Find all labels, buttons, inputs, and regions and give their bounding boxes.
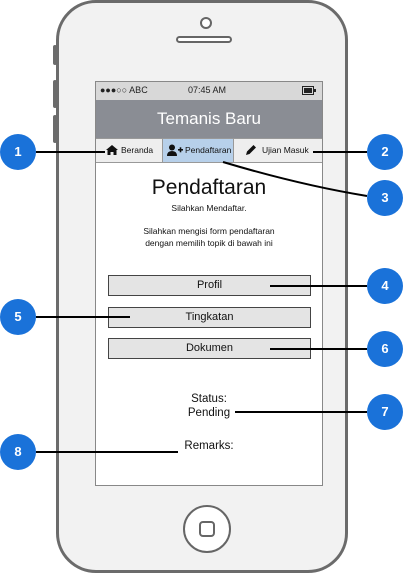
tab-pendaftaran[interactable]: Pendaftaran (163, 139, 234, 162)
tab-label: Ujian Masuk (262, 145, 309, 155)
status-bar: ●●●○○ ABC 07:45 AM (96, 82, 322, 100)
instruction-line-1: Silahkan mengisi form pendaftaran (143, 226, 275, 236)
app-title-bar: Temanis Baru (96, 100, 322, 138)
app-screen: ●●●○○ ABC 07:45 AM Temanis Baru Beranda … (95, 81, 323, 486)
speaker-grille (176, 36, 232, 43)
app-title: Temanis Baru (157, 109, 261, 128)
callout-badge-5: 5 (0, 299, 36, 335)
front-camera (200, 17, 212, 29)
callout-badge-7: 7 (367, 394, 403, 430)
tab-ujian-masuk[interactable]: Ujian Masuk (234, 139, 322, 162)
add-user-icon (167, 144, 183, 156)
status-value: Pending (187, 407, 231, 419)
home-icon (106, 145, 118, 155)
carrier-signal: ●●●○○ ABC (100, 85, 148, 95)
remarks-label: Remarks: (184, 440, 234, 452)
instruction-line-2: dengan memilih topik di bawah ini (145, 238, 273, 248)
connector-3 (222, 161, 368, 197)
home-button[interactable] (183, 505, 231, 553)
home-square-icon (199, 521, 215, 537)
callout-badge-3: 3 (367, 180, 403, 216)
tingkatan-button[interactable]: Tingkatan (108, 307, 311, 328)
profil-button[interactable]: Profil (108, 275, 311, 296)
tab-label: Pendaftaran (185, 145, 232, 155)
tab-bar: Beranda Pendaftaran Ujian Masuk (96, 138, 322, 163)
status-label: Status: (191, 393, 227, 405)
callout-badge-8: 8 (0, 434, 36, 470)
callout-badge-1: 1 (0, 134, 36, 170)
dokumen-button[interactable]: Dokumen (108, 338, 311, 359)
volume-down-button (53, 115, 57, 143)
tab-beranda[interactable]: Beranda (96, 139, 163, 162)
callout-badge-2: 2 (367, 134, 403, 170)
page-title: Pendaftaran (151, 176, 267, 199)
mute-switch (53, 45, 57, 65)
volume-up-button (53, 80, 57, 108)
page-subtitle: Silahkan Mendaftar. (171, 203, 247, 213)
clock: 07:45 AM (188, 85, 227, 95)
power-button (255, 0, 285, 3)
pencil-icon (246, 145, 256, 155)
callout-badge-4: 4 (367, 268, 403, 304)
callout-badge-6: 6 (367, 331, 403, 367)
tab-label: Beranda (121, 145, 154, 155)
battery-icon (302, 86, 316, 95)
